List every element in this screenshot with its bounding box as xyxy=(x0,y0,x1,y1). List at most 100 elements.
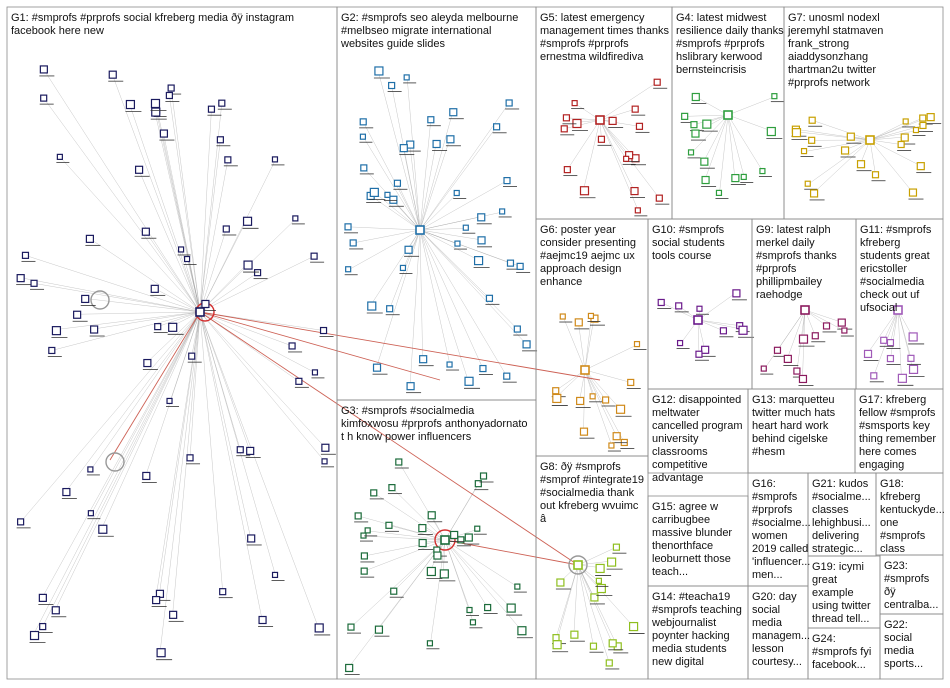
group-label-line: G1: #smprofs #prprofs social kfreberg me… xyxy=(11,12,294,24)
node xyxy=(346,267,351,272)
node xyxy=(678,341,683,346)
edge xyxy=(102,312,200,528)
node xyxy=(603,397,609,403)
edge xyxy=(420,230,526,344)
edge xyxy=(566,118,600,120)
node xyxy=(433,140,440,147)
edge xyxy=(600,82,657,120)
node xyxy=(802,149,807,154)
group-label-g17: G17: kfrebergfellow #smprofs#smsports ke… xyxy=(859,394,936,471)
node xyxy=(475,481,481,487)
edge xyxy=(698,320,699,354)
group-label-g5: G5: latest emergencymanagement times tha… xyxy=(540,12,670,63)
node xyxy=(348,624,354,630)
node xyxy=(31,631,39,639)
node xyxy=(553,388,559,394)
edge xyxy=(200,312,318,627)
edge xyxy=(600,120,639,126)
node xyxy=(322,459,327,464)
node xyxy=(842,147,849,154)
edge xyxy=(795,132,870,140)
edge xyxy=(698,293,736,320)
node xyxy=(450,109,457,116)
node xyxy=(467,608,472,613)
group-label-line: management times thanks xyxy=(540,25,670,37)
group-label-line: G23: xyxy=(884,560,908,572)
group-label-line: #smprofs xyxy=(752,491,798,503)
edge xyxy=(420,230,423,359)
node xyxy=(553,641,561,649)
edge xyxy=(420,181,507,230)
node xyxy=(580,428,587,435)
group-label-line: behind cigelske xyxy=(752,433,828,445)
hub-node xyxy=(866,136,874,144)
node xyxy=(189,353,195,359)
group-label-line: #smprofs #prprofs xyxy=(676,38,765,50)
node xyxy=(375,626,382,633)
node xyxy=(17,275,24,282)
node xyxy=(920,122,926,128)
node xyxy=(901,134,908,141)
node xyxy=(428,117,434,123)
edge xyxy=(200,312,262,620)
node xyxy=(809,117,815,123)
group-label-g14: G14: #teacha19#smprofs teachingwebjourna… xyxy=(651,591,742,668)
node xyxy=(514,326,520,332)
node xyxy=(18,519,24,525)
node xyxy=(407,383,414,390)
node xyxy=(598,136,604,142)
edge xyxy=(567,120,600,170)
edge xyxy=(200,312,223,592)
edge xyxy=(805,310,841,322)
edge xyxy=(200,312,240,450)
node xyxy=(273,572,278,577)
group-label-line: new digital xyxy=(652,656,704,668)
group-label-line: G8: ðÿ #smprofs xyxy=(540,461,621,473)
node xyxy=(470,620,475,625)
node xyxy=(624,156,629,161)
group-label-line: class xyxy=(880,543,906,555)
edge xyxy=(870,140,875,175)
group-label-line: kfreberg xyxy=(880,491,920,503)
edge xyxy=(200,256,314,312)
group-label-g21: G21: kudos#socialme...classeslehighbusi.… xyxy=(812,478,871,555)
group-label-line: G4: latest midwest xyxy=(676,12,766,24)
node xyxy=(368,302,376,310)
node xyxy=(871,373,877,379)
node xyxy=(360,134,365,139)
edge xyxy=(200,312,325,447)
edge xyxy=(200,312,251,538)
node xyxy=(805,181,810,186)
node xyxy=(322,444,329,451)
group-label-line: media xyxy=(884,645,915,657)
node xyxy=(575,319,582,326)
group-label-line: #prprofs xyxy=(756,263,797,275)
node xyxy=(630,623,638,631)
node xyxy=(613,544,619,550)
group-label-line: strategic... xyxy=(812,543,863,555)
node xyxy=(689,150,694,155)
group-label-line: #smprofs xyxy=(884,573,930,585)
group-label-line: G15: agree w xyxy=(652,501,718,513)
edge xyxy=(585,370,616,436)
edge xyxy=(420,212,503,230)
node xyxy=(179,247,184,252)
hub-node xyxy=(694,316,702,324)
group-label-line: lesson xyxy=(752,643,784,655)
group-label-line: #smsports key xyxy=(859,420,930,432)
node xyxy=(57,154,62,159)
group-label-line: heart hard work xyxy=(752,420,829,432)
group-label-line: managem... xyxy=(752,630,810,642)
hub-node xyxy=(801,306,809,314)
node xyxy=(596,578,601,583)
edge xyxy=(585,370,631,382)
node xyxy=(608,558,616,566)
node xyxy=(387,306,393,312)
node xyxy=(774,347,780,353)
group-label-line: raehodge xyxy=(756,289,803,301)
node xyxy=(739,326,747,334)
hub-node xyxy=(574,561,582,569)
group-label-line: G3: #smprofs #socialmedia xyxy=(341,405,475,417)
hub-node xyxy=(596,116,604,124)
node xyxy=(223,226,229,232)
